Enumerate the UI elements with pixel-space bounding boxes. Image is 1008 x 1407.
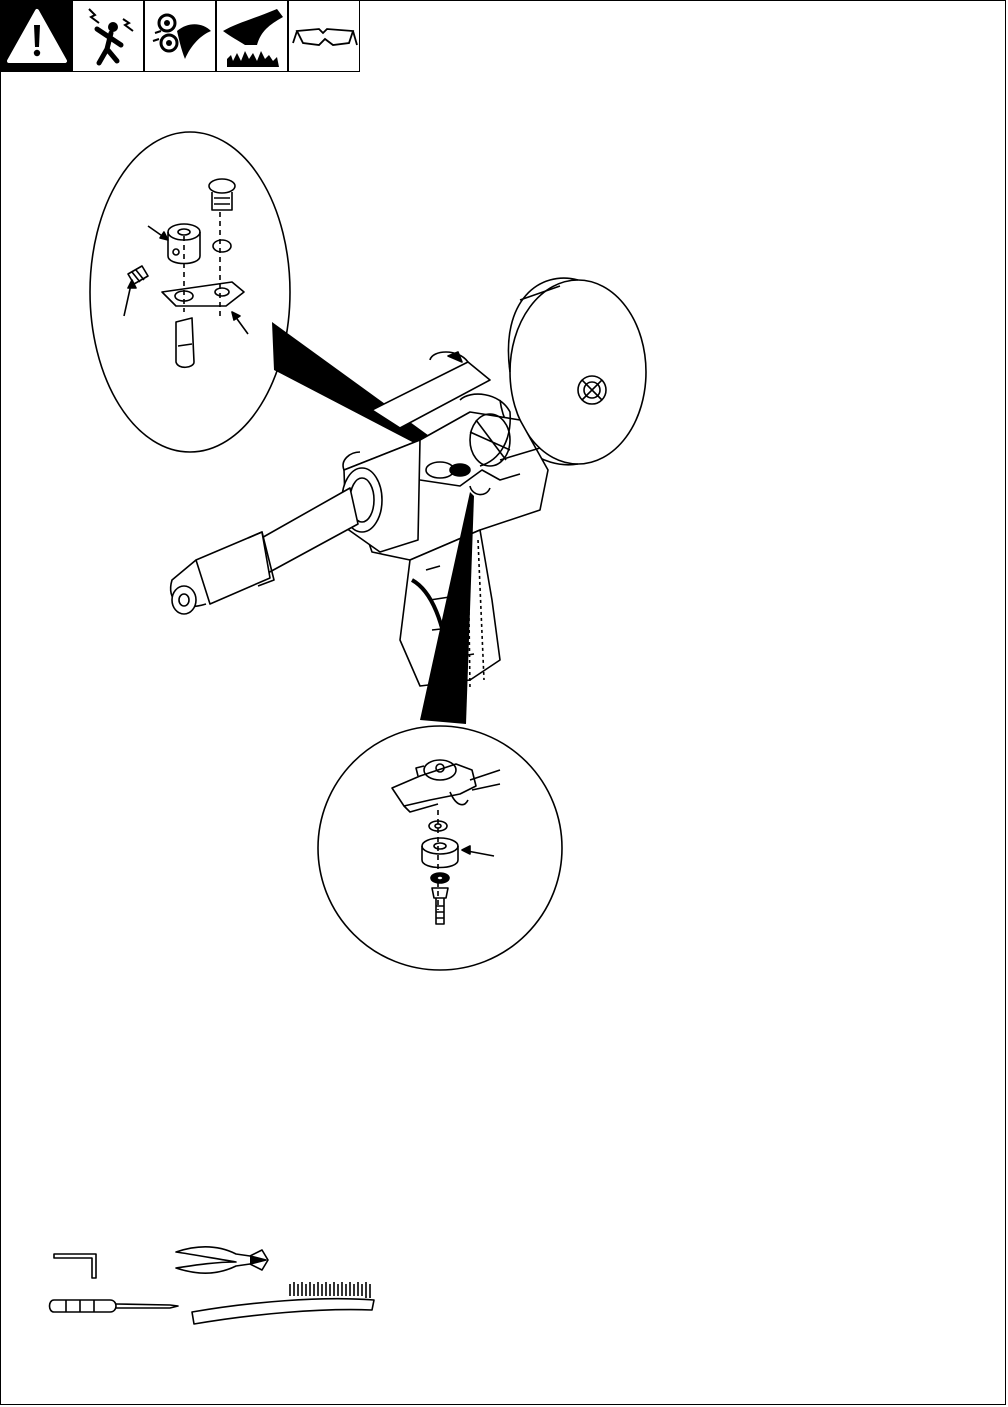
wire-cutter-icon bbox=[176, 1247, 268, 1273]
wire-brush-icon bbox=[192, 1282, 374, 1324]
upper-detail-callout bbox=[90, 132, 432, 452]
screwdriver-icon bbox=[50, 1300, 179, 1312]
spool-gun-diagram bbox=[0, 0, 1008, 1230]
allen-wrench-icon bbox=[54, 1254, 96, 1278]
required-tools bbox=[0, 1230, 1008, 1340]
